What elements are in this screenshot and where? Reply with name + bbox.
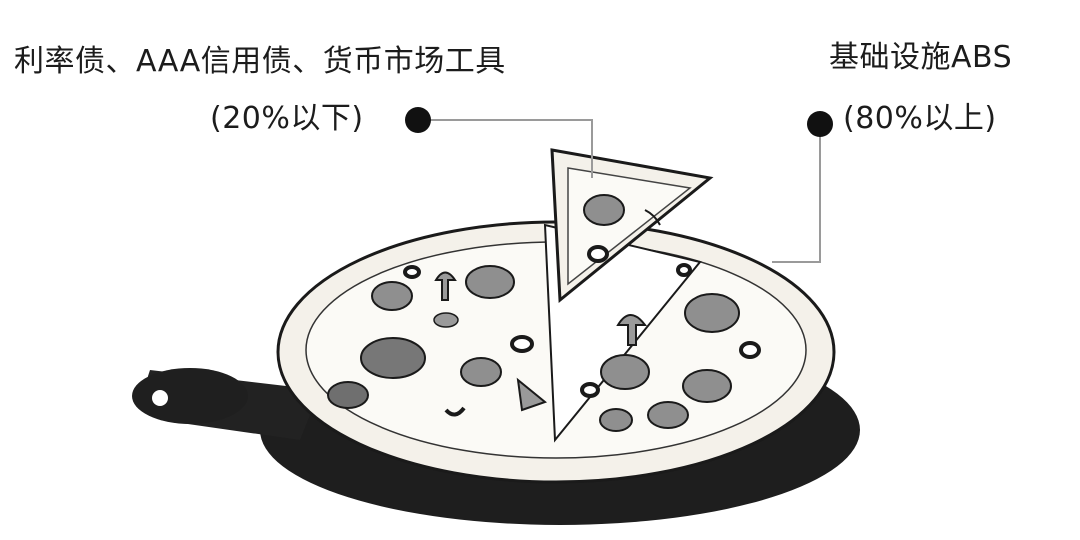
board-handle-hole — [152, 390, 168, 406]
pizza-toppings — [327, 263, 761, 432]
right-share: (80%以上) — [843, 101, 997, 136]
leader-lines — [405, 107, 833, 263]
right-title: 基础设施ABS — [829, 40, 1013, 75]
slice-left — [550, 148, 714, 304]
marker-dot-left — [405, 107, 431, 133]
leader-line-left — [420, 119, 593, 178]
leader-line-right — [772, 124, 821, 263]
marker-dot-right — [807, 111, 833, 137]
left-title: 利率债、AAA信用债、货币市场工具 — [14, 44, 506, 79]
left-share: (20%以下) — [210, 101, 364, 136]
